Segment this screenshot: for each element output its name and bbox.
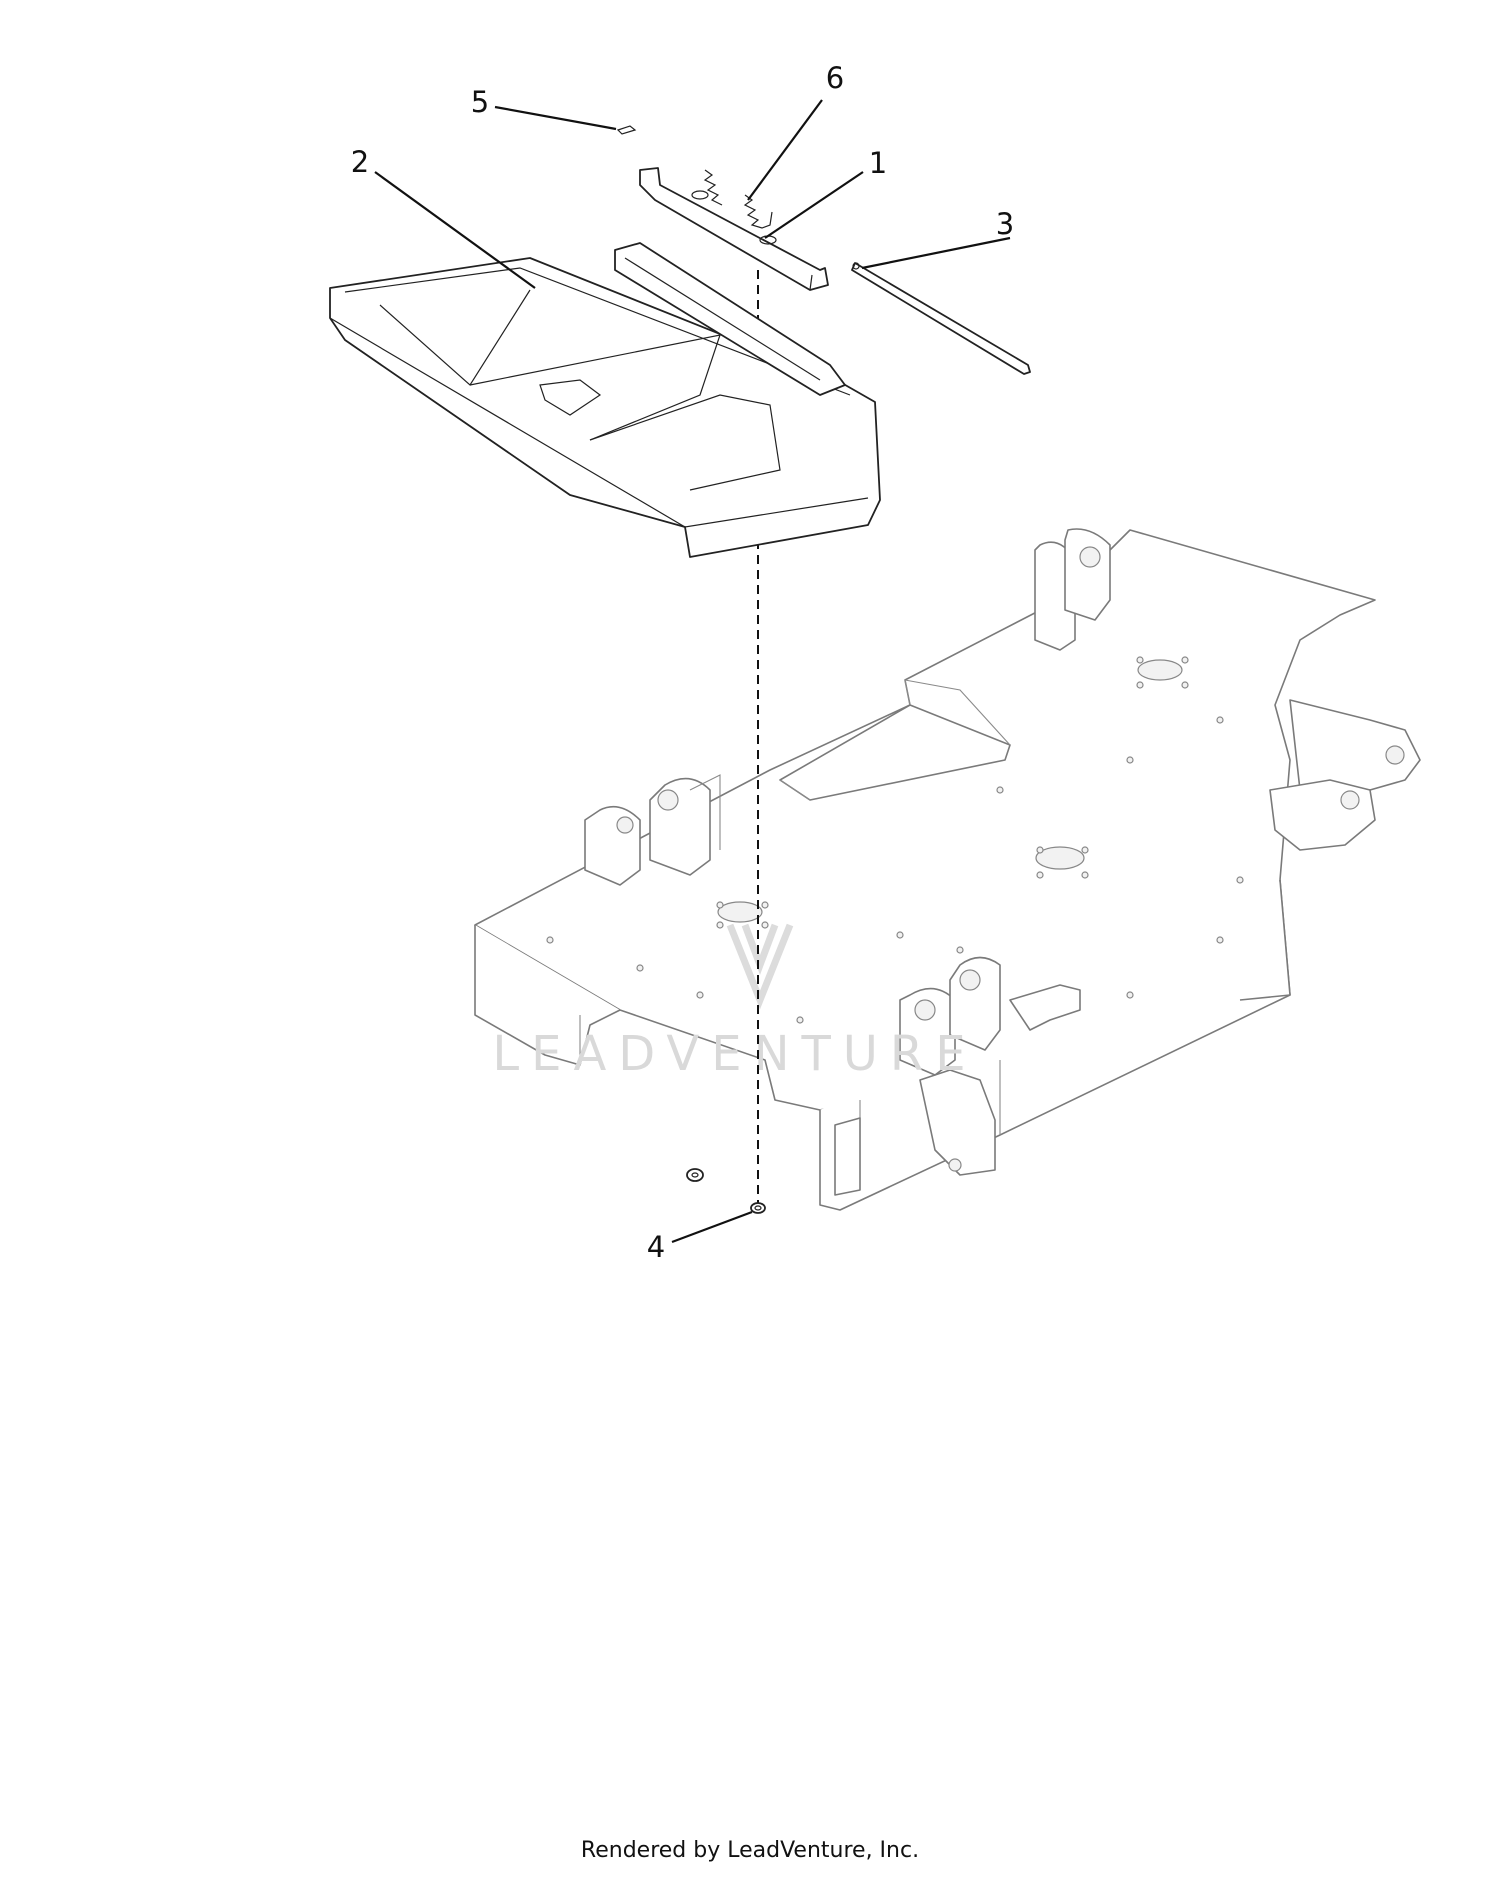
- discharge-deflector: [329, 242, 881, 558]
- callout-label-2: 2: [351, 145, 369, 179]
- cotter-pin: [616, 125, 637, 135]
- callout-label-6: 6: [826, 61, 844, 95]
- deck-mounting-holes: [546, 656, 1244, 1024]
- watermark-text: LEADVENTURE: [492, 1026, 977, 1082]
- hinge-rod: [851, 262, 1031, 375]
- callout-6[interactable]: 6: [747, 61, 844, 201]
- watermark: LEADVENTURE: [492, 923, 977, 1082]
- lock-nuts: [686, 1168, 766, 1214]
- callout-label-4: 4: [647, 1230, 665, 1264]
- callout-3[interactable]: 3: [861, 207, 1014, 270]
- callout-label-5: 5: [471, 85, 489, 119]
- leadventure-logo-icon: [726, 923, 794, 1010]
- footer-credit: Rendered by LeadVenture, Inc.: [580, 1838, 920, 1863]
- torsion-springs: [703, 169, 773, 229]
- hinge-bracket: [639, 167, 829, 291]
- callout-4[interactable]: 4: [647, 1210, 753, 1264]
- callout-label-1: 1: [869, 146, 887, 180]
- callout-label-3: 3: [996, 207, 1014, 241]
- mower-deck: LEADVENTURE: [474, 528, 1421, 1211]
- callout-5[interactable]: 5: [471, 85, 617, 131]
- callout-2[interactable]: 2: [351, 145, 536, 289]
- callout-1[interactable]: 1: [764, 146, 887, 239]
